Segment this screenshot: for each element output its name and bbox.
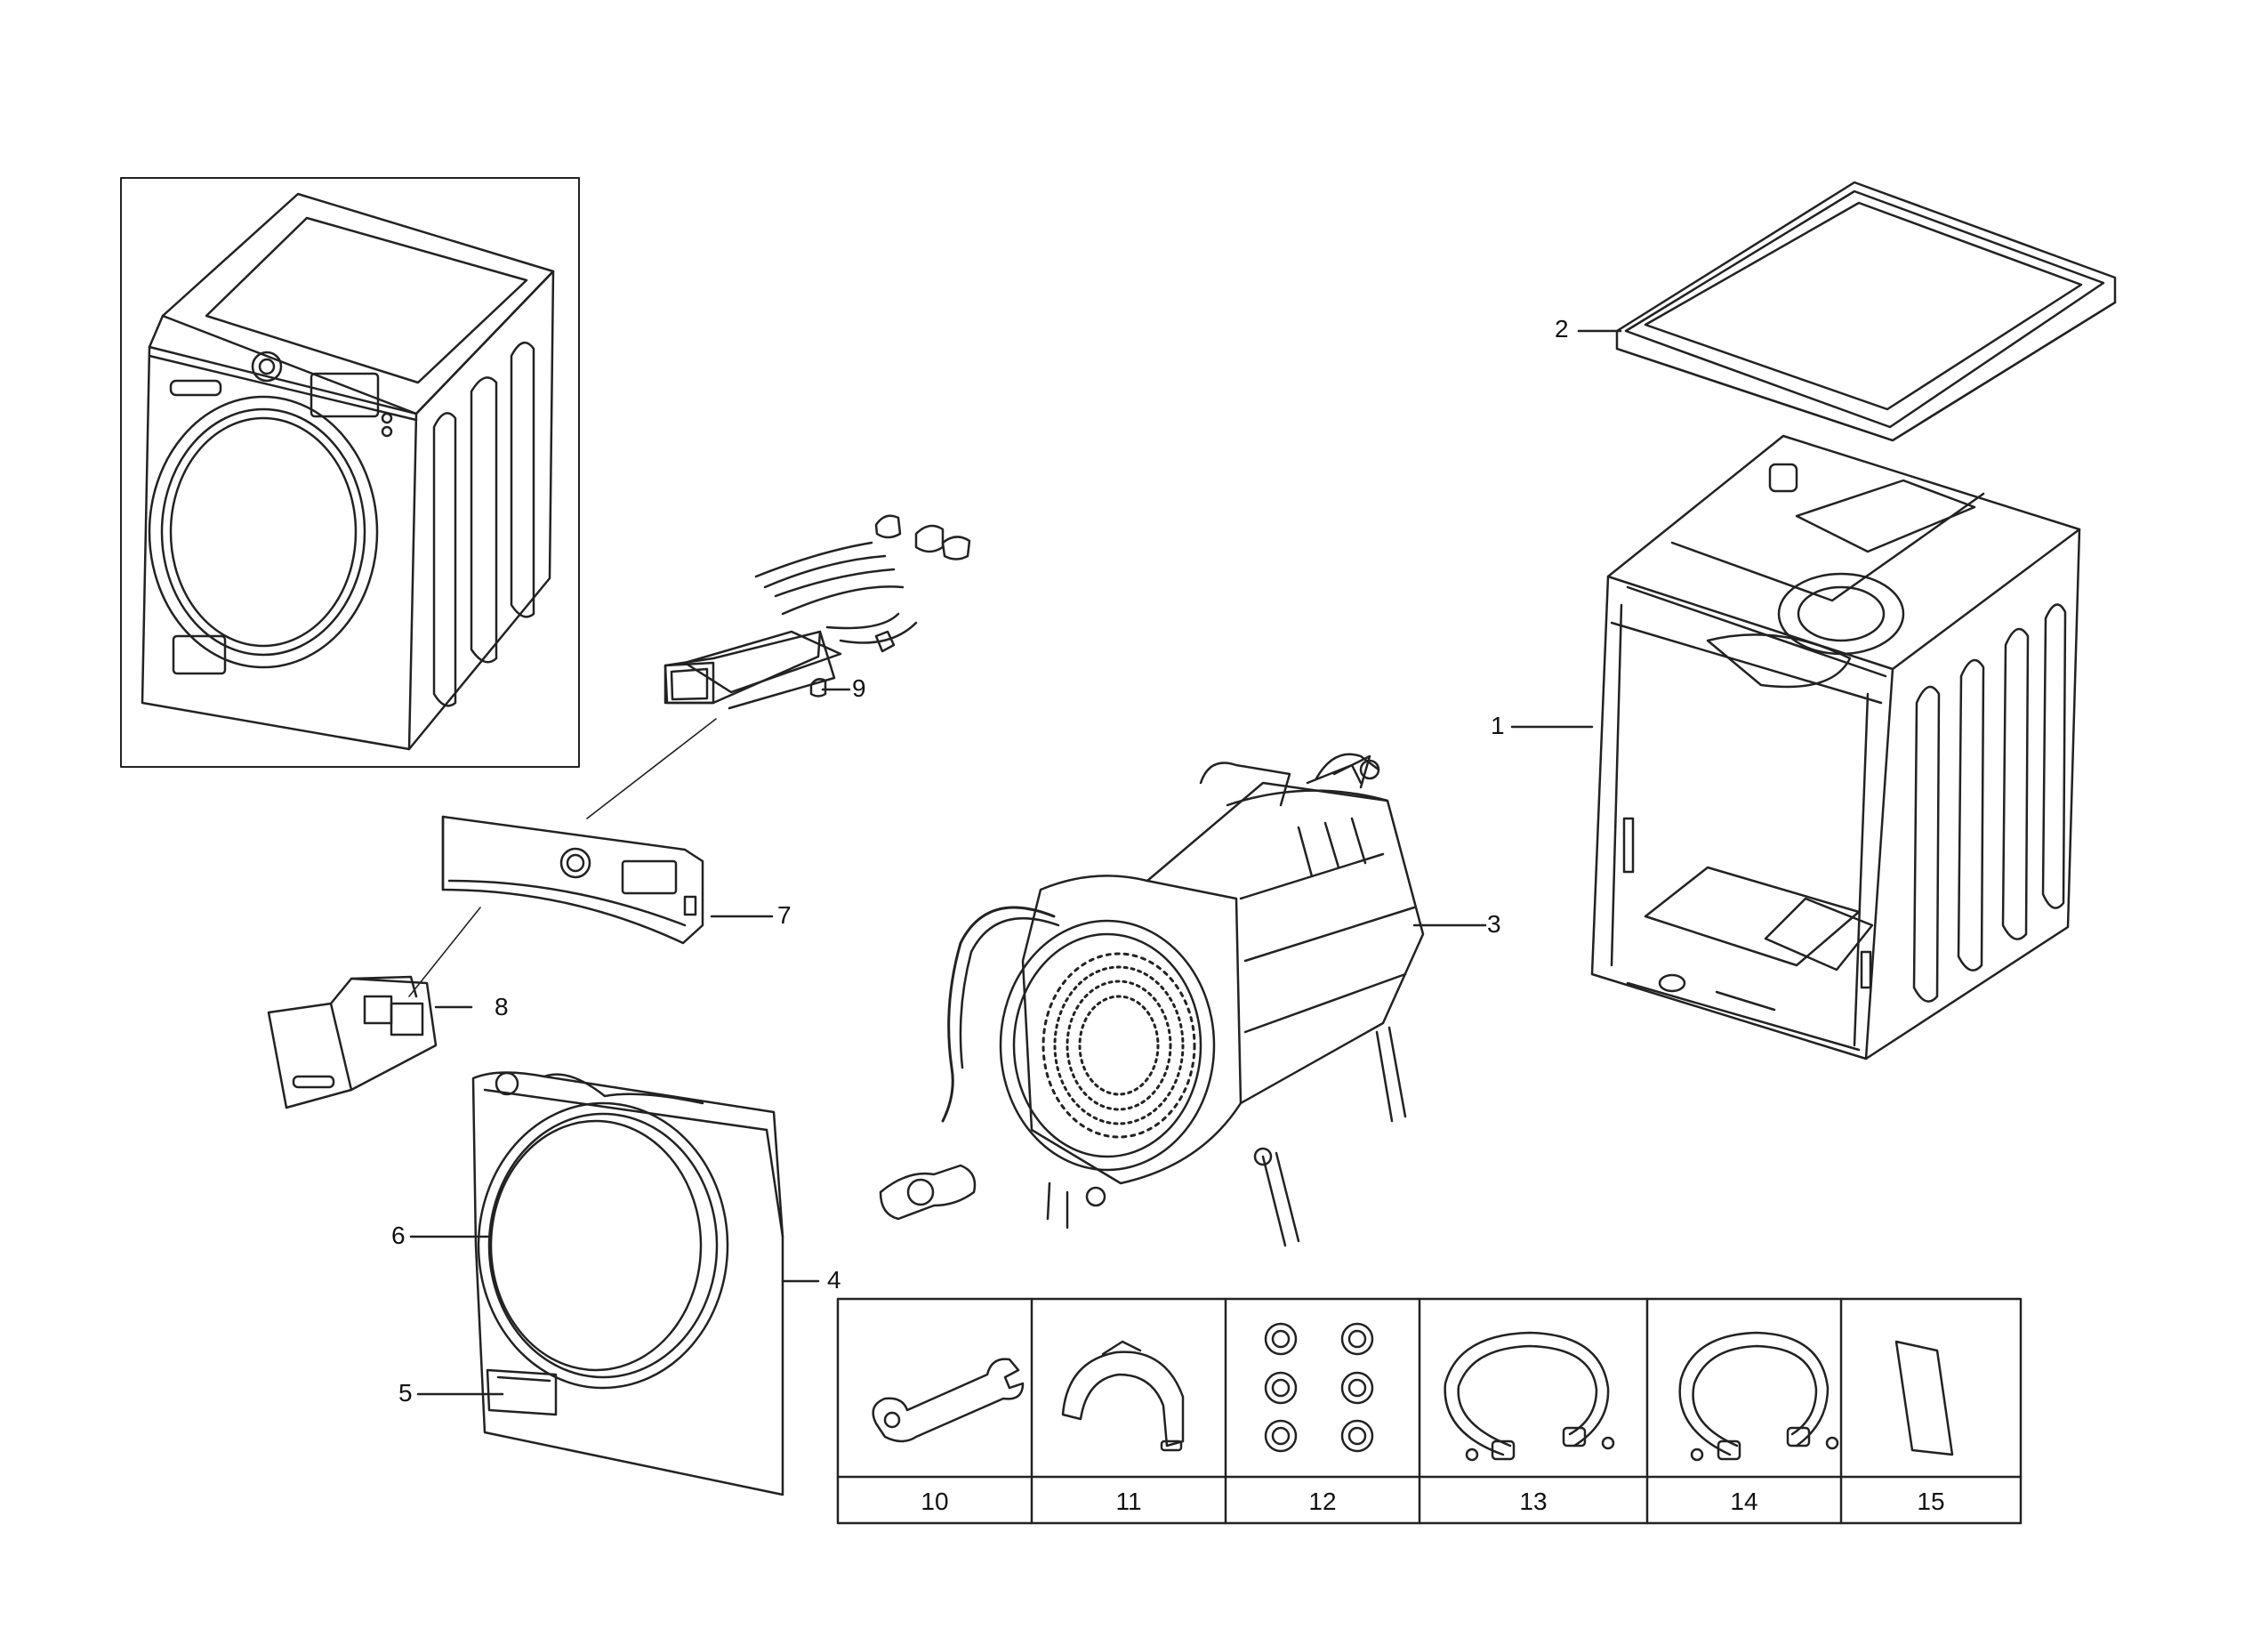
accessories-table	[836, 1297, 2023, 1525]
accessory-label-12: 12	[1308, 1488, 1337, 1515]
dispenser-housing-part	[664, 514, 971, 710]
callout-7: 7	[777, 901, 792, 929]
callout-2: 2	[1555, 315, 1569, 343]
accessory-label-14: 14	[1730, 1488, 1758, 1515]
callout-8: 8	[495, 993, 509, 1020]
accessory-label-13: 13	[1519, 1488, 1548, 1515]
control-panel-part	[441, 815, 704, 945]
accessory-label-15: 15	[1917, 1488, 1945, 1515]
callout-4: 4	[827, 1266, 841, 1294]
assembly-guide-line	[586, 718, 717, 819]
detergent-drawer-part	[267, 975, 438, 1109]
callout-1: 1	[1491, 712, 1505, 739]
sheet-icon	[1894, 1340, 1954, 1456]
callout-3: 3	[1487, 910, 1501, 938]
cabinet-frame-part	[1590, 434, 2081, 1060]
caps-icon	[1264, 1322, 1374, 1453]
hose-guide-icon	[1061, 1340, 1185, 1452]
tub-assembly-part	[879, 753, 1425, 1247]
assembly-guide-line-2	[408, 907, 481, 997]
accessory-label-11: 11	[1115, 1488, 1142, 1515]
drawer-handle	[169, 379, 222, 397]
front-panel-part	[471, 1071, 784, 1496]
wrench-icon	[872, 1358, 1025, 1443]
top-cover-part	[1615, 181, 2117, 442]
inlet-hose-icon	[1678, 1331, 1839, 1462]
callout-5: 5	[398, 1379, 413, 1407]
assembled-washer-inset	[120, 177, 580, 768]
callout-6: 6	[391, 1222, 406, 1249]
callout-9: 9	[852, 674, 866, 702]
accessory-label-10: 10	[921, 1488, 949, 1515]
inlet-hose-icon	[1444, 1331, 1615, 1462]
